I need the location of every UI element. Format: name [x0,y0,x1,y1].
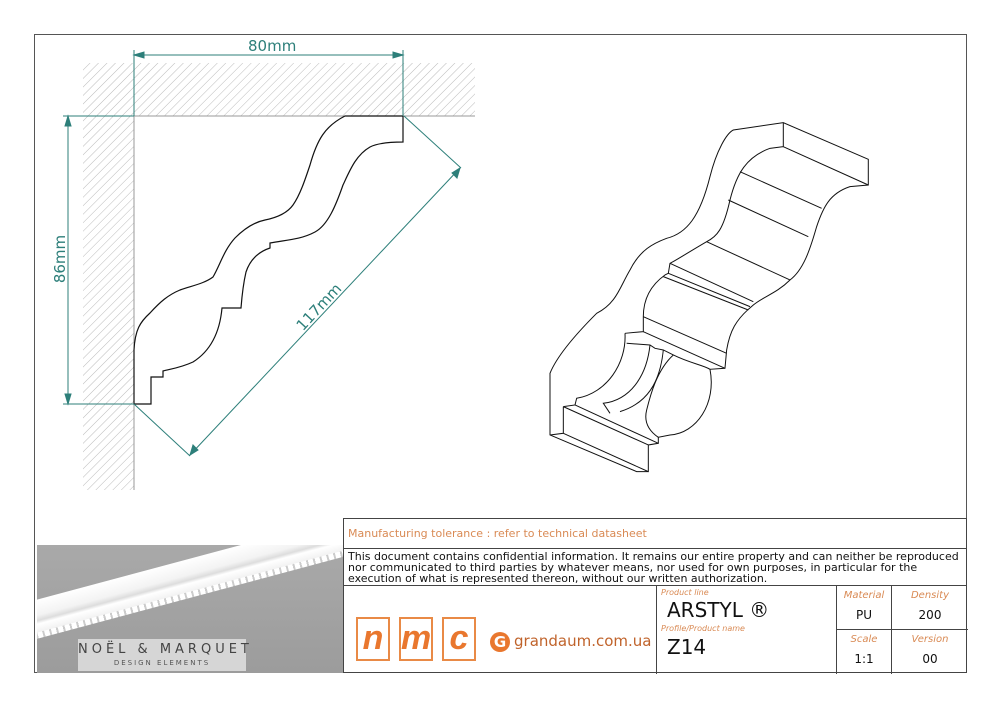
scale-value: 1:1 [854,652,874,666]
density-value: 200 [918,608,942,622]
website[interactable]: grandaum.com.ua [514,632,652,650]
profile-name: Z14 [667,635,707,659]
version-label: Version [911,634,949,645]
brand-name: NOËL & MARQUET [78,642,253,657]
material-label: Material [843,590,885,601]
wall-hatch [83,116,134,490]
dimension-lines [63,50,462,457]
brand-logo: NOËL & MARQUET DESIGN ELEMENTS [78,639,253,671]
tolerance-note: Manufacturing tolerance : refer to techn… [344,519,966,549]
ceiling-hatch [83,63,475,116]
brand-tagline: DESIGN ELEMENTS [113,659,211,667]
product-line-label: Product line [661,588,709,597]
profile-label: Profile/Product name [661,624,745,633]
confidentiality-note: This document contains confidential info… [344,548,966,586]
density-label: Density [910,590,950,601]
material-value: PU [855,608,873,622]
width-dimension: 80mm [248,37,297,55]
material-cell: Material PU [836,586,891,630]
logo-letter-c: c [442,617,476,661]
scale-label: Scale [850,634,878,645]
profile-section [133,115,404,405]
scale-cell: Scale 1:1 [836,630,891,674]
logo-letter-m: m [399,617,433,661]
product-photo: NOËL & MARQUET DESIGN ELEMENTS [37,545,343,673]
product-cell: Product line ARSTYL ® Profile/Product na… [656,586,836,674]
g-logo-icon: G [490,632,510,652]
logo-letter-n: n [356,617,390,661]
product-line: ARSTYL ® [667,598,770,622]
company-logo: n m c G grandaum.com.ua [344,586,656,674]
version-cell: Version 00 [891,630,968,674]
title-block: Manufacturing tolerance : refer to techn… [343,518,968,674]
density-cell: Density 200 [891,586,968,630]
version-value: 00 [922,652,938,666]
